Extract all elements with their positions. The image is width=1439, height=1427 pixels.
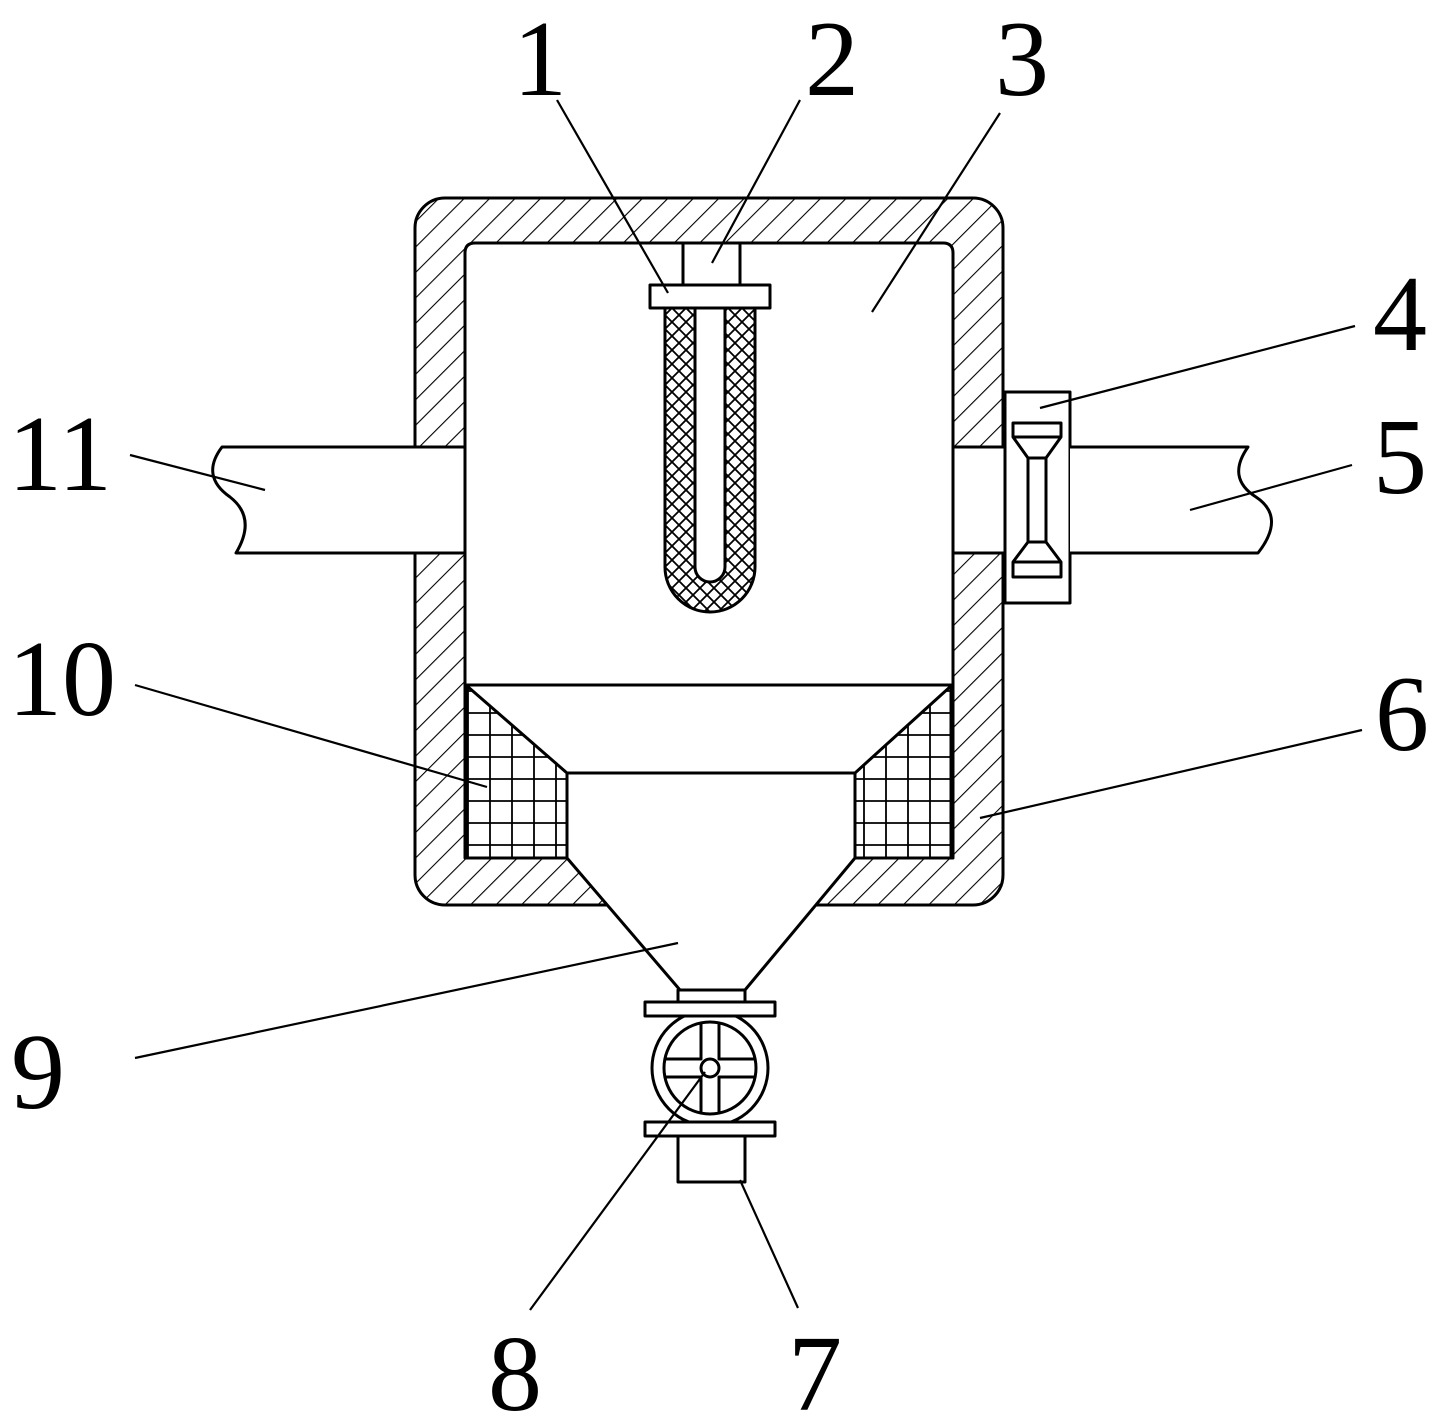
callout-label-3: 3 [995,0,1049,119]
mount-bar [648,283,772,310]
leader-line-4 [1039,324,1356,410]
filter-block-left [465,682,569,860]
leader-line-5 [1189,463,1353,512]
leader-line-6 [979,728,1363,820]
callout-label-2: 2 [805,0,859,119]
valve-wheel-inner [662,1020,758,1116]
callout-label-5: 5 [1373,398,1427,517]
leader-line-2 [711,99,801,264]
valve-wheel-spokes [664,1022,756,1114]
u-shaped-heater [663,306,757,614]
callout-label-7: 7 [788,1315,842,1427]
leader-line-1 [556,99,669,294]
upper-flange [643,1000,777,1018]
leader-line-9 [134,941,679,1060]
inner-chamber [463,241,955,992]
outlet-pipe [1070,445,1273,555]
callout-label-1: 1 [513,0,567,119]
leader-line-7 [738,1179,800,1309]
callout-label-8: 8 [488,1315,542,1427]
lower-flange [643,1120,777,1138]
callout-label-11: 11 [8,395,112,514]
outlet-wall-passage [953,447,1005,553]
callout-label-6: 6 [1375,655,1429,774]
leader-line-3 [871,112,1001,313]
outlet-wall-passage-edges [953,445,1005,555]
callout-label-4: 4 [1373,255,1427,374]
leader-line-10 [134,683,488,789]
leader-line-11 [129,453,266,492]
discharge-pipe [676,1134,747,1184]
inlet-pipe [211,445,465,555]
leader-line-8 [529,1071,706,1311]
callout-label-10: 10 [8,620,116,739]
outlet-valve-core-lines [1013,435,1061,564]
funnel-neck [676,988,747,1004]
callout-label-9: 9 [11,1013,65,1132]
mount-rod [681,241,742,287]
filter-block-right [853,682,953,860]
